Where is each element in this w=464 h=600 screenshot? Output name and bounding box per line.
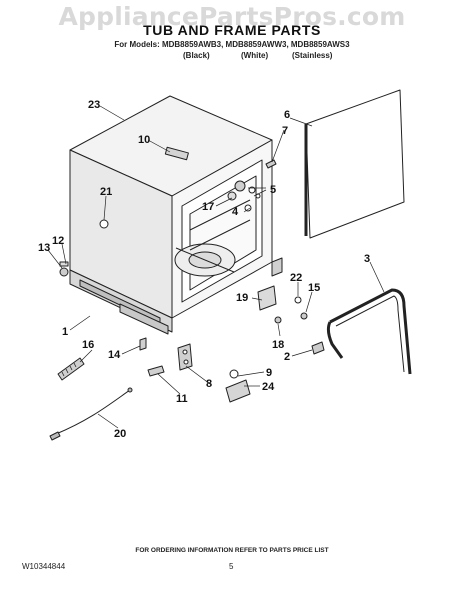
callout-14: 14	[108, 349, 121, 361]
ordering-info: FOR ORDERING INFORMATION REFER TO PARTS …	[135, 547, 329, 554]
callout-2: 2	[284, 351, 290, 363]
callout-3: 3	[364, 253, 370, 265]
callout-21: 21	[100, 186, 112, 198]
door-gasket-side	[305, 89, 405, 239]
callout-23: 23	[88, 99, 100, 111]
callout-5: 5	[270, 184, 276, 196]
callout-12: 12	[52, 235, 64, 247]
hole-plug	[99, 219, 109, 229]
callout-7: 7	[282, 125, 288, 137]
callout-17: 17	[202, 201, 214, 213]
callout-22: 22	[290, 272, 302, 284]
callout-10: 10	[138, 134, 150, 146]
callout-20: 20	[114, 428, 126, 440]
document-number: W10344844	[22, 562, 66, 571]
screw-part	[265, 159, 277, 169]
door-gasket	[326, 288, 412, 375]
vent-part	[164, 146, 189, 161]
callout-15: 15	[308, 282, 320, 294]
finish-black: (Black)	[183, 51, 210, 60]
watermark: AppliancePartsPros.com	[58, 2, 406, 31]
callout-16: 16	[82, 339, 94, 351]
page-title: TUB AND FRAME PARTS	[143, 22, 321, 38]
callout-1: 1	[62, 326, 68, 338]
finish-stainless: (Stainless)	[292, 51, 333, 60]
callout-13: 13	[38, 242, 50, 254]
callout-8: 8	[206, 378, 212, 390]
hinge-part	[177, 343, 193, 371]
callout-24: 24	[262, 381, 275, 393]
callout-18: 18	[272, 339, 284, 351]
callout-4: 4	[232, 206, 239, 218]
finish-white: (White)	[241, 51, 269, 60]
page-number: 5	[229, 562, 234, 571]
callout-9: 9	[266, 367, 272, 379]
callout-19: 19	[236, 292, 248, 304]
callout-6: 6	[284, 109, 290, 121]
cable-part	[55, 389, 131, 435]
model-numbers: For Models: MDB8859AWB3, MDB8859AWW3, MD…	[114, 40, 350, 49]
callout-11: 11	[176, 393, 188, 405]
bracket-part	[257, 285, 277, 311]
spring-part	[57, 357, 85, 381]
